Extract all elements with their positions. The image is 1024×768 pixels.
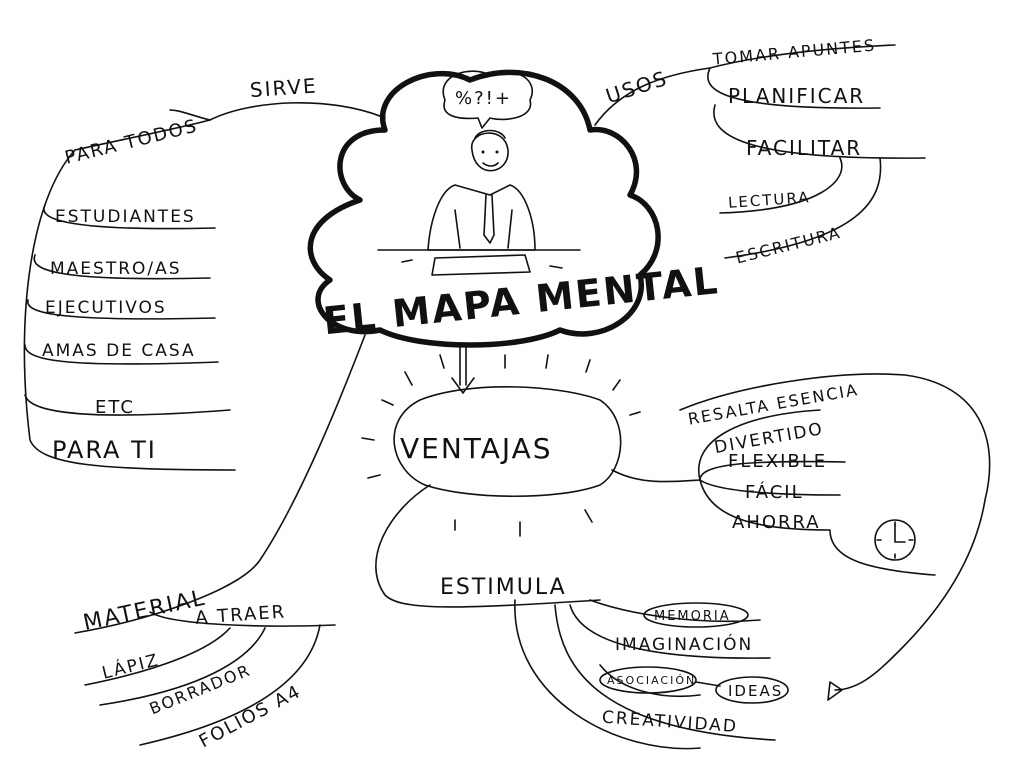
thought-bubble-icon: %?!+ [442, 70, 533, 129]
material-item-lapiz: LÁPIZ [100, 648, 162, 683]
central-cloud [307, 69, 661, 348]
estimula-item-imaginacion: IMAGINACIÓN [615, 633, 753, 655]
estimula-label: ESTIMULA [440, 575, 567, 600]
usos-item-planificar: PLANIFICAR [728, 84, 865, 108]
sirve-label: SIRVE [249, 73, 318, 102]
usos-label: USOS [603, 66, 671, 109]
sirve-branch: SIRVE PARA TODOS ESTUDIANTES MAESTRO/AS … [23, 73, 386, 471]
ventajas-item-facil: FÁCIL [745, 481, 804, 503]
person-at-desk-icon [377, 129, 581, 276]
sirve-item-ejecutivos: EJECUTIVOS [45, 298, 167, 318]
ventajas-rays [361, 354, 641, 537]
ventajas-item-flexible: FLEXIBLE [728, 451, 827, 472]
ideas-oval: IDEAS [715, 676, 789, 704]
sirve-item-estudiantes: ESTUDIANTES [55, 207, 196, 227]
sirve-item-etc: ETC [95, 397, 135, 418]
usos-item-tomar: TOMAR APUNTES [711, 36, 877, 69]
sirve-item-maestros: MAESTRO/AS [50, 259, 182, 279]
thought-text: %?!+ [455, 88, 512, 109]
clock-icon [874, 519, 916, 561]
usos-item-facilitar: FACILITAR [746, 136, 862, 160]
memoria-oval: MEMORIA [643, 602, 749, 628]
arrow-down-icon [451, 344, 475, 394]
estimula-item-memoria: MEMORIA [654, 609, 731, 624]
central-node: %?!+ EL MAPA MENTAL [307, 69, 721, 348]
estimula-item-creatividad: CREATIVIDAD [601, 708, 738, 737]
asociacion-oval: ASOCIACIÓN [599, 666, 697, 694]
sirve-item-amas: AMAS DE CASA [42, 341, 196, 361]
estimula-branch: ESTIMULA MEMORIA IMAGINACIÓN ASOCIACIÓN … [375, 484, 789, 750]
material-a-traer: A TRAER [195, 602, 287, 629]
ventajas-resalta: RESALTA ESENCIA [686, 380, 860, 429]
usos-sub-escritura: ESCRITURA [734, 223, 844, 268]
material-item-borrador: BORRADOR [147, 660, 254, 718]
estimula-item-asociacion: ASOCIACIÓN [607, 674, 696, 687]
ventajas-item-ahorra: AHORRA [732, 512, 821, 533]
material-label: MATERIAL [81, 586, 208, 636]
usos-branch: USOS TOMAR APUNTES PLANIFICAR FACILITAR … [594, 36, 926, 268]
ventajas-label: VENTAJAS [400, 432, 553, 465]
usos-sub-lectura: LECTURA [727, 188, 811, 212]
sirve-item-para-ti: PARA TI [52, 436, 157, 464]
central-title: EL MAPA MENTAL [321, 258, 721, 343]
estimula-item-ideas: IDEAS [728, 682, 783, 700]
para-todos-label: PARA TODOS [63, 115, 200, 168]
